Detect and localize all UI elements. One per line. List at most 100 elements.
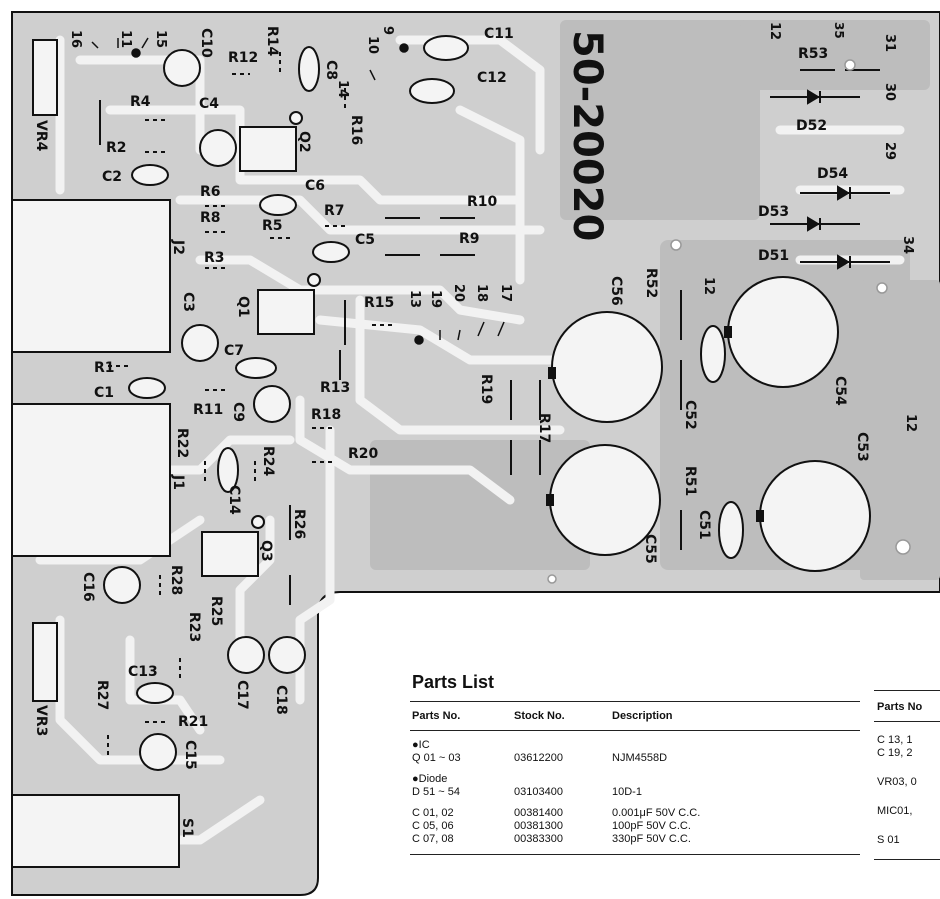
terminal-label: 13 <box>407 290 422 308</box>
divider <box>410 701 860 702</box>
capacitor-polarity-marks <box>546 326 764 522</box>
resistor-label: R16 <box>348 115 364 145</box>
resistor-label: R18 <box>311 407 341 423</box>
list-item: VR03, 0 <box>877 776 917 788</box>
terminal-label: 18 <box>474 284 489 302</box>
capacitor-label: C56 <box>608 276 624 306</box>
connectors <box>11 39 180 868</box>
resistor-label: R21 <box>178 714 208 730</box>
diode-label: D53 <box>758 204 789 220</box>
capacitor-label: C14 <box>226 485 242 515</box>
terminal-label: 20 <box>451 284 466 302</box>
transistor-label: Q3 <box>258 540 274 562</box>
list-item: S 01 <box>877 834 900 846</box>
resistor-label: R14 <box>264 26 280 57</box>
terminal-label: 16 <box>68 30 83 48</box>
resistor-label: R3 <box>204 250 225 266</box>
capacitor-label: C52 <box>682 400 698 430</box>
parts-group: ●IC Q 01 ~ 03 03612200 NJM4558D <box>410 739 860 765</box>
divider <box>874 690 940 691</box>
capacitor-label: C8 <box>323 60 339 80</box>
resistor-label: R5 <box>262 218 283 234</box>
resistor-label: R6 <box>200 184 221 200</box>
resistor-label: R10 <box>467 194 498 210</box>
resistor-solid-bodies <box>99 69 880 605</box>
resistor-label: R52 <box>643 268 659 298</box>
resistor-label: R20 <box>348 446 379 462</box>
resistor-label: R12 <box>228 50 258 66</box>
table-row: C 01, 02 00381400 0.001μF 50V C.C. <box>410 807 860 820</box>
table-row: C 05, 06 00381300 100pF 50V C.C. <box>410 820 860 833</box>
board-number: 50-20020 <box>564 30 610 241</box>
resistor-label: R9 <box>459 231 480 247</box>
resistor-label: R24 <box>260 446 276 477</box>
group-title: ●IC <box>412 739 430 751</box>
capacitor-label: C10 <box>198 28 214 58</box>
cell-stock-no: 03103400 <box>514 786 563 798</box>
cell-description: NJM4558D <box>612 752 668 764</box>
resistor-label: R11 <box>193 402 223 418</box>
cell-description: 100pF 50V C.C. <box>612 820 691 832</box>
jack-j1-body <box>11 403 171 557</box>
capacitor-bodies <box>103 35 871 771</box>
capacitor-label: C1 <box>94 385 114 401</box>
divider <box>874 859 940 860</box>
capacitor-label: C18 <box>273 685 289 715</box>
jack-j2-body <box>11 199 171 353</box>
capacitor-label: C54 <box>832 376 848 406</box>
terminal-label: 12 <box>767 22 782 40</box>
terminal-label: 9 <box>380 26 395 35</box>
cell-description: 10D-1 <box>612 786 642 798</box>
resistor-label: R23 <box>186 612 202 642</box>
parts-group: C 01, 02 00381400 0.001μF 50V C.C. C 05,… <box>410 807 860 846</box>
cell-description: 330pF 50V C.C. <box>612 833 691 845</box>
terminal-label: 17 <box>498 284 513 302</box>
terminal-label: 31 <box>882 34 897 52</box>
resistor-label: R15 <box>364 295 394 311</box>
capacitor-label: C9 <box>230 402 246 422</box>
list-item: C 13, 1 <box>877 734 913 746</box>
cell-parts-no: C 01, 02 <box>412 807 454 819</box>
vr4-body <box>32 39 58 116</box>
resistor-label: R27 <box>94 680 110 710</box>
resistor-label: R26 <box>291 509 307 539</box>
pads <box>547 59 911 584</box>
header-stock-no: Stock No. <box>514 710 565 722</box>
jack-label: J1 <box>170 474 186 490</box>
capacitor-label: C11 <box>484 26 514 42</box>
capacitor-label: C4 <box>199 96 219 112</box>
resistor-label: R8 <box>200 210 221 226</box>
divider <box>410 854 860 855</box>
terminal-label: 19 <box>428 290 443 308</box>
capacitor-label: C12 <box>477 70 507 86</box>
resistor-label: R4 <box>130 94 151 110</box>
terminal-label: 30 <box>882 83 897 101</box>
terminal-label: 14 <box>335 80 350 98</box>
resistor-label: R7 <box>324 203 345 219</box>
resistor-label: R2 <box>106 140 127 156</box>
capacitor-label: C3 <box>180 292 196 312</box>
parts-group: ●Diode D 51 ~ 54 03103400 10D-1 <box>410 773 860 799</box>
terminal-pins <box>91 37 505 345</box>
parts-list-header: Parts No. Stock No. Description <box>410 702 860 731</box>
diode-bodies <box>770 89 890 270</box>
resistor-label: R25 <box>208 596 224 626</box>
parts-list-continued: Parts No C 13, 1 C 19, 2 VR03, 0 MIC01, … <box>874 690 940 860</box>
cell-parts-no: C 07, 08 <box>412 833 454 845</box>
resistor-label: R1 <box>94 360 115 376</box>
parts-list-title: Parts List <box>412 672 495 692</box>
table-row: C 07, 08 00383300 330pF 50V C.C. <box>410 833 860 846</box>
cell-stock-no: 00381400 <box>514 807 563 819</box>
capacitor-label: C2 <box>102 169 122 185</box>
diode-label: D52 <box>796 118 827 134</box>
jack-label: J2 <box>170 239 186 255</box>
vr3-body <box>32 622 58 702</box>
resistor-label: R17 <box>536 413 552 443</box>
diode-label: D54 <box>817 166 848 182</box>
list-item: MIC01, <box>877 805 913 817</box>
terminal-label: 12 <box>903 414 918 432</box>
parts-list: Parts List Parts No. Stock No. Descripti… <box>410 672 860 855</box>
diode-label: D51 <box>758 248 789 264</box>
header-parts-no: Parts No. <box>412 710 461 722</box>
